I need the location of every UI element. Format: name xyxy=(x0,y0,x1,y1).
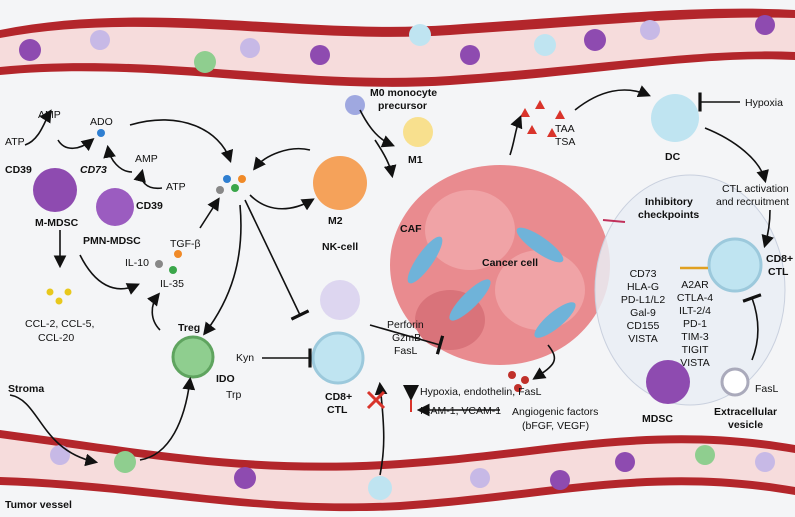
label-tsa: TSA xyxy=(555,136,575,148)
label-extracellular-vesicle: Extracellular xyxy=(714,406,777,418)
label-icam-vcam: ICAM-1, VCAM-1 xyxy=(420,405,501,417)
dc-cell xyxy=(651,94,699,142)
label-trp: Trp xyxy=(226,389,242,401)
cd8-ctl-cell-right xyxy=(707,237,763,293)
label-ctl-activation: CTL activation xyxy=(722,183,789,195)
treg-cell xyxy=(171,335,215,379)
label-m0: M0 monocyte xyxy=(370,87,437,99)
extracellular-vesicle xyxy=(720,367,750,397)
cytokine-dots xyxy=(46,129,529,392)
label-angiogenic: (bFGF, VEGF) xyxy=(522,420,589,432)
label-ctl-activation: and recruitment xyxy=(716,196,789,208)
receptor-item: PD-1 xyxy=(683,318,707,330)
m0-cell xyxy=(345,95,365,115)
label-ccl: CCL-20 xyxy=(38,332,74,344)
labels: ATP AMP ADO CD39 CD73 AMP ATP CD39 M-MDS… xyxy=(5,87,793,511)
receptor-item: TIGIT xyxy=(682,344,709,356)
ligand-item: CD155 xyxy=(627,320,660,332)
label-m0: precursor xyxy=(378,100,427,112)
label-cd8-ctl-right: CD8+ xyxy=(766,253,793,265)
label-checkpoints: checkpoints xyxy=(638,209,699,221)
ligand-item: HLA-G xyxy=(627,281,659,293)
label-hypoxia: Hypoxia xyxy=(745,97,783,109)
label-amp: AMP xyxy=(135,153,158,165)
label-ccl: CCL-2, CCL-5, xyxy=(25,318,94,330)
label-il-10: IL-10 xyxy=(125,257,149,269)
label-cd8-ctl: CTL xyxy=(327,404,348,416)
label-amp: AMP xyxy=(38,109,61,121)
label-m2: M2 xyxy=(328,215,343,227)
label-perforin: Perforin xyxy=(387,319,424,331)
label-fasl: FasL xyxy=(394,345,418,357)
ligand-item: VISTA xyxy=(628,333,658,345)
m-mdsc-cell xyxy=(33,168,77,212)
label-gzmb: GzmB xyxy=(392,332,421,344)
label-cd8-ctl-right: CTL xyxy=(768,266,789,278)
receptor-item: TIM-3 xyxy=(681,331,709,343)
checkpoint-circle xyxy=(594,174,786,406)
label-cd39: CD39 xyxy=(136,200,163,212)
label-stroma: Stroma xyxy=(8,383,44,395)
label-cd8-ctl: CD8+ xyxy=(325,391,352,403)
tumor-antigens xyxy=(520,100,565,137)
label-hypoxia-endothelin: Hypoxia, endothelin, FasL xyxy=(420,386,542,398)
top-vessel xyxy=(0,8,795,87)
label-atp: ATP xyxy=(166,181,186,193)
label-dc: DC xyxy=(665,151,681,163)
label-nk-cell: NK-cell xyxy=(322,241,358,253)
m2-cell xyxy=(313,156,367,210)
mdsc-cell-right xyxy=(646,360,690,404)
label-angiogenic: Angiogenic factors xyxy=(512,406,598,418)
label-atp: ATP xyxy=(5,136,25,148)
label-caf: CAF xyxy=(400,223,422,235)
label-kyn: Kyn xyxy=(236,352,254,364)
pmn-mdsc-cell xyxy=(96,188,134,226)
tumor-mass xyxy=(390,165,610,365)
nk-cell xyxy=(320,280,360,320)
label-ado: ADO xyxy=(90,116,113,128)
label-m-mdsc: M-MDSC xyxy=(35,217,79,229)
receptor-item: CTLA-4 xyxy=(677,292,713,304)
label-pmn-mdsc: PMN-MDSC xyxy=(83,235,141,247)
m1-cell xyxy=(403,117,433,147)
label-tumor-vessel: Tumor vessel xyxy=(5,499,72,511)
label-extracellular-vesicle: vesicle xyxy=(728,419,763,431)
label-il-35: IL-35 xyxy=(160,278,184,290)
arrows xyxy=(9,85,774,476)
ligand-item: Gal-9 xyxy=(630,307,656,319)
label-fasl-ev: FasL xyxy=(755,383,779,395)
label-taa: TAA xyxy=(555,123,575,135)
label-m1: M1 xyxy=(408,154,423,166)
label-cd73: CD73 xyxy=(80,164,107,176)
receptor-item: VISTA xyxy=(680,357,710,369)
receptor-item: A2AR xyxy=(681,279,709,291)
bottom-vessel xyxy=(0,430,795,512)
label-cd39: CD39 xyxy=(5,164,32,176)
label-treg: Treg xyxy=(178,322,200,334)
cd8-ctl-cell-mid xyxy=(311,331,365,385)
ligand-item: PD-L1/L2 xyxy=(621,294,666,306)
receptor-item: ILT-2/4 xyxy=(679,305,711,317)
ligand-item: CD73 xyxy=(630,268,657,280)
label-ido: IDO xyxy=(216,373,235,385)
label-checkpoints: Inhibitory xyxy=(645,196,693,208)
label-mdsc: MDSC xyxy=(642,413,673,425)
label-cancer-cell: Cancer cell xyxy=(482,257,538,269)
label-tgf-beta: TGF-β xyxy=(170,238,201,250)
